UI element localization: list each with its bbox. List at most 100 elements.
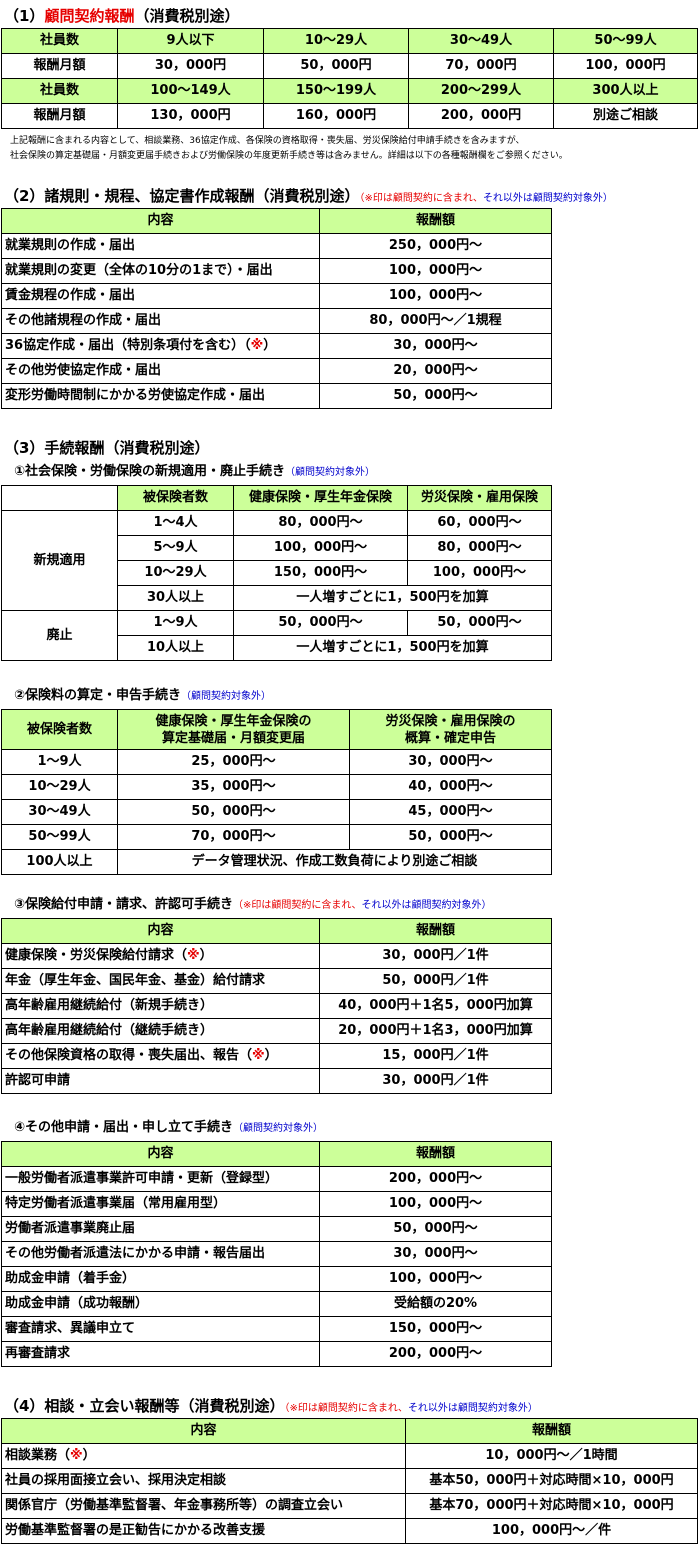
regulations-header-content: 内容 (1, 208, 320, 234)
included-mark: ※ (70, 1448, 83, 1463)
section3-title: （3）手続報酬（消費税別途） (4, 439, 210, 457)
other-row-label-text: 特定労働者派遣事業届（常用雇用型） (5, 1196, 227, 1211)
premium-health: 50，000円～ (117, 799, 350, 825)
group-new-enrollment: 新規適用 (1, 510, 118, 611)
regulations-row-label-text: その他諸規程の作成・届出 (5, 313, 162, 328)
benefit-row-label: 健康保険・労災保険給付請求（※） (1, 943, 320, 969)
regulations-row: 変形労働時間制にかかる労使協定作成・届出 50，000円～ (1, 383, 552, 409)
consult-row-label-end: ） (82, 1448, 96, 1463)
other-row-value: 200，000円～ (319, 1341, 552, 1367)
retainer-cell: 130，000円 (117, 103, 264, 129)
section1-title-suffix: （消費税別途） (134, 7, 240, 25)
included-mark: ※ (187, 948, 200, 963)
enrollment-labor: 50，000円～ (407, 610, 552, 636)
regulations-row-value: 100，000円～ (319, 258, 552, 284)
consult-row-label: 相談業務（※） (1, 1443, 406, 1469)
retainer-cell: 200～299人 (408, 78, 554, 104)
sub4-note: （顧問契約対象外） (233, 1123, 324, 1134)
benefit-row-label-text: 許認可申請 (5, 1073, 71, 1088)
group-abolition: 廃止 (1, 610, 118, 661)
sub2-title-text: ②保険料の算定・申告手続き (14, 688, 182, 703)
benefit-row-label-end: ） (199, 948, 213, 963)
consult-row: 関係官庁（労働基準監督署、年金事務所等）の調査立会い基本70，000円＋対応時間… (1, 1493, 698, 1519)
regulations-row-label: 36協定作成・届出（特別条項付を含む）（※） (1, 333, 320, 359)
section2-note-red: （※印は顧問契約に含まれ、 (359, 193, 483, 204)
enrollment-header: 健康保険・厚生年金保険 (233, 485, 408, 511)
regulations-row-label-end: ） (263, 338, 277, 353)
sub1-title-text: ①社会保険・労働保険の新規適用・廃止手続き (14, 464, 286, 479)
premium-labor: 50，000円～ (349, 824, 552, 850)
retainer-row-head: 報酬月額 (1, 103, 118, 129)
enrollment-count: 10～29人 (117, 560, 234, 586)
enrollment-merged: 一人増すごとに1，500円を加算 (233, 635, 552, 661)
regulations-row-value: 250，000円～ (319, 233, 552, 259)
sub3-note-blue: それ以外は顧問契約対象外） (361, 900, 492, 911)
benefit-row-value: 50，000円／1件 (319, 968, 552, 994)
other-row-label-text: 労働者派遣事業廃止届 (5, 1221, 136, 1236)
premium-health: 35，000円～ (117, 774, 350, 800)
regulations-row: 36協定作成・届出（特別条項付を含む）（※）30，000円～ (1, 333, 552, 359)
regulations-row-label-text: 変形労働時間制にかかる労使協定作成・届出 (5, 388, 266, 403)
retainer-cell: 200，000円 (408, 103, 554, 129)
section1-title: （1）顧問契約報酬（消費税別途） (4, 6, 239, 26)
other-row-label-text: その他労働者派遣法にかかる申請・報告届出 (5, 1246, 266, 1261)
included-mark: ※ (252, 1048, 265, 1063)
regulations-row-label-text: その他労使協定作成・届出 (5, 363, 162, 378)
section2-note-blue: それ以外は顧問契約対象外） (482, 193, 613, 204)
section4-title: （4）相談・立会い報酬等（消費税別途）（※印は顧問契約に含まれ、それ以外は顧問契… (4, 1396, 538, 1419)
other-row-label: 再審査請求 (1, 1341, 320, 1367)
sub3-title: ③保険給付申請・請求、許認可手続き（※印は顧問契約に含まれ、それ以外は顧問契約対… (14, 896, 492, 915)
sub1-title: ①社会保険・労働保険の新規適用・廃止手続き（顧問契約対象外） (14, 463, 375, 482)
premium-count: 1～9人 (1, 749, 118, 775)
premium-header-health-line2: 算定基礎届・月額変更届 (161, 730, 305, 746)
regulations-row-label: その他労使協定作成・届出 (1, 358, 320, 384)
benefit-row-label: 許認可申請 (1, 1068, 320, 1094)
retainer-note-2: 社会保険の算定基礎届・月額変更届手続きおよび労働保険の年度更新手続き等は含みませ… (10, 151, 568, 161)
retainer-cell: 9人以下 (117, 28, 264, 54)
premium-header-labor: 労災保険・雇用保険の概算・確定申告 (349, 709, 552, 750)
regulations-row-label: 変形労働時間制にかかる労使協定作成・届出 (1, 383, 320, 409)
other-header-content: 内容 (1, 1141, 320, 1167)
benefit-row-value: 15，000円／1件 (319, 1043, 552, 1069)
consult-row-label-text: 相談業務（ (5, 1448, 71, 1463)
enrollment-header: 労災保険・雇用保険 (407, 485, 552, 511)
other-row-value: 200，000円～ (319, 1166, 552, 1192)
other-row-label: 助成金申請（成功報酬） (1, 1291, 320, 1317)
retainer-cell: 100，000円 (553, 53, 698, 79)
retainer-row-head: 社員数 (1, 78, 118, 104)
included-mark: ※ (250, 338, 264, 353)
enrollment-count: 5～9人 (117, 535, 234, 561)
sub3-title-text: ③保険給付申請・請求、許認可手続き (14, 897, 234, 912)
section4-note-red: （※印は顧問契約に含まれ、 (284, 1403, 408, 1414)
regulations-row-value: 30，000円～ (319, 333, 552, 359)
consult-row-label-text: 社員の採用面接立会い、採用決定相談 (5, 1473, 227, 1488)
retainer-cell: 150～199人 (263, 78, 409, 104)
regulations-row-value: 50，000円～ (319, 383, 552, 409)
premium-labor: 30，000円～ (349, 749, 552, 775)
other-row-label: 特定労働者派遣事業届（常用雇用型） (1, 1191, 320, 1217)
benefit-header-content: 内容 (1, 918, 320, 944)
consultation-fee-table: 内容 報酬額 相談業務（※）10，000円～／1時間社員の採用面接立会い、採用決… (1, 1418, 698, 1544)
other-row-label: 審査請求、異議申立て (1, 1316, 320, 1342)
benefit-row-label: 高年齢雇用継続給付（継続手続き） (1, 1018, 320, 1044)
consult-row: 相談業務（※）10，000円～／1時間 (1, 1443, 698, 1469)
regulations-row-label: その他諸規程の作成・届出 (1, 308, 320, 334)
premium-fee-table: 被保険者数 健康保険・厚生年金保険の算定基礎届・月額変更届 労災保険・雇用保険の… (1, 709, 552, 875)
premium-header-count: 被保険者数 (1, 709, 118, 750)
benefit-row-value: 30，000円／1件 (319, 943, 552, 969)
retainer-cell: 50，000円 (263, 53, 409, 79)
